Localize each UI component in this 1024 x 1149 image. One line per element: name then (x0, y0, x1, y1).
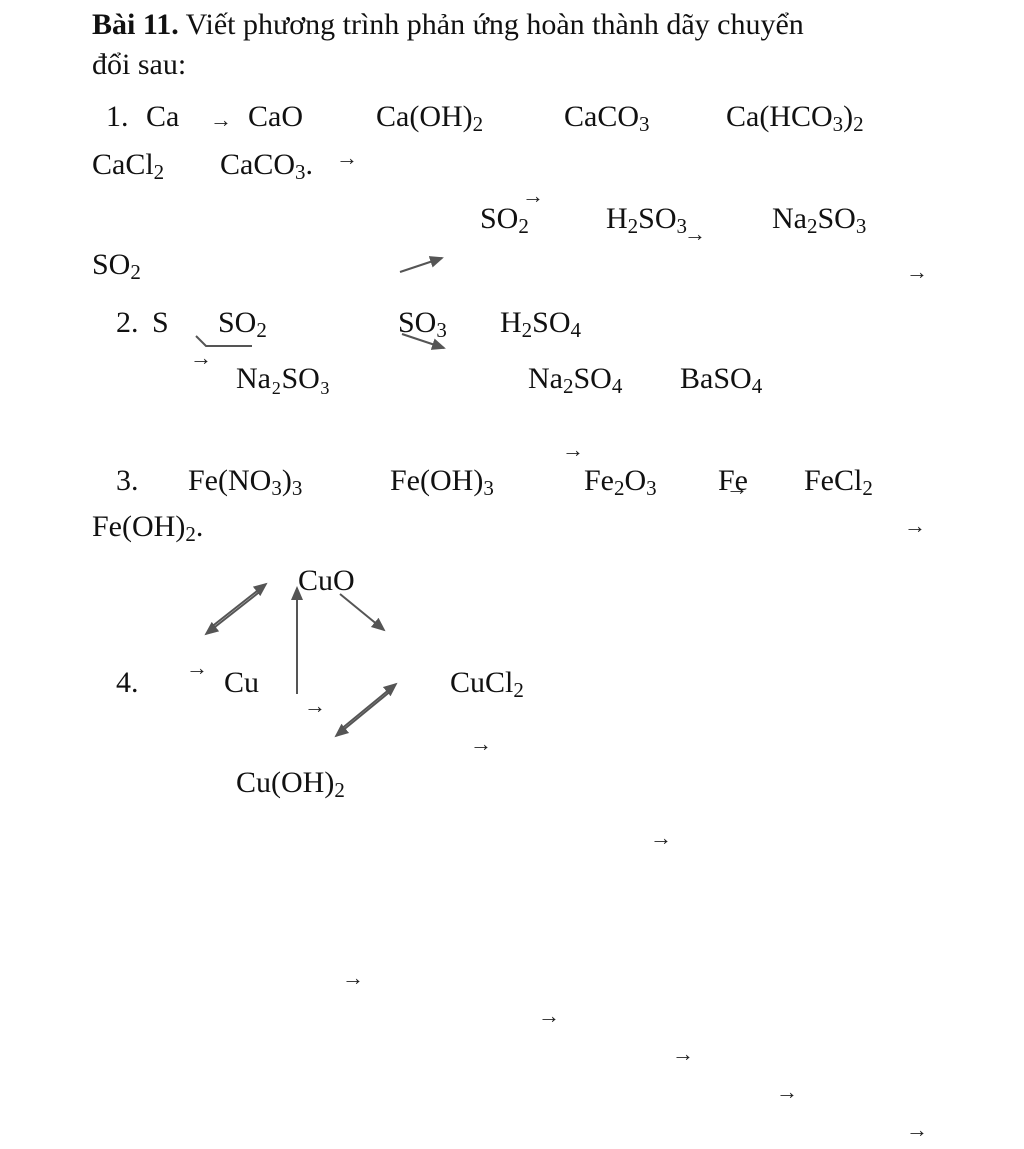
p2-number: 2. (116, 306, 139, 339)
p2-so3: SO3 (398, 306, 447, 342)
arrow-icon: → (190, 345, 212, 370)
arrow-so2-up (399, 256, 444, 273)
p2-s: S (152, 306, 169, 339)
p2-na2so3-top: Na2SO3 (772, 202, 867, 238)
arrow-icon: → (342, 965, 364, 990)
p1-cacl2: CaCl2 (92, 148, 165, 184)
arrow-cu-cuo-fwd (209, 582, 268, 629)
arrow-icon: → (904, 513, 926, 538)
p3-fecl2: FeCl2 (804, 464, 873, 500)
p3-number: 3. (116, 464, 139, 497)
arrow-icon: → (906, 259, 928, 284)
p1-caco3-end: CaCO3. (220, 148, 313, 184)
reaction-arrows (195, 256, 446, 738)
p4-number: 4. (116, 666, 139, 699)
p2-baso4: BaSO4 (680, 362, 763, 398)
p2-na2so3-branch: Na₂SO₃ (236, 362, 331, 395)
p4-cucl2: CuCl2 (450, 666, 524, 702)
arrow-icon: → (650, 825, 672, 850)
arrow-icon: → (684, 221, 706, 246)
p2-na2so4: Na2SO4 (528, 362, 623, 398)
p1-caoh2: Ca(OH)2 (376, 100, 484, 136)
arrow-cuoh2-cucl2-fwd (339, 682, 398, 731)
arrow-cuo-cucl2 (339, 593, 386, 632)
p1-number: 1. (106, 100, 129, 133)
p3-feno33: Fe(NO3)3 (188, 464, 303, 500)
p4-cu: Cu (224, 666, 260, 699)
arrow-cucl2-cuoh2-back (334, 689, 393, 738)
p1-caco3: CaCO3 (564, 100, 650, 136)
arrow-cuo-cu-back (204, 589, 263, 636)
exercise-title: Bài 11. Viết phương trình phản ứng hoàn … (92, 6, 804, 44)
p3-fe: Fe (718, 464, 748, 497)
p1-cao: CaO (248, 100, 303, 133)
arrow-icon: → (776, 1079, 798, 1104)
arrow-icon: → (336, 145, 358, 170)
arrow-icon: → (470, 731, 492, 756)
p2-so2-tail: SO2 (92, 248, 141, 284)
p3-feoh3: Fe(OH)3 (390, 464, 494, 500)
arrow-so3-down (401, 333, 446, 350)
p1-ca: Ca (146, 100, 180, 133)
exercise-instruction-cont: đổi sau: (92, 48, 187, 81)
p1-cahco3: Ca(HCO3)2 (726, 100, 864, 136)
arrow-icon: → (672, 1041, 694, 1066)
arrow-icon: → (210, 107, 232, 132)
p2-so2: SO2 (218, 306, 267, 342)
arrow-so2-branch (195, 335, 252, 347)
arrow-icon: → (726, 475, 748, 500)
exercise-instruction: Viết phương trình phản ứng hoàn thành dã… (178, 8, 804, 41)
arrow-icon: → (304, 693, 326, 718)
arrow-icon: → (186, 655, 208, 680)
p4-cuoh2: Cu(OH)2 (236, 766, 345, 802)
exercise-number: Bài 11. (92, 8, 179, 41)
arrow-icon: → (562, 437, 584, 462)
p4-cuo: CuO (298, 564, 355, 597)
arrow-icon: → (538, 1003, 560, 1028)
arrow-icon: → (906, 1117, 928, 1142)
p2-h2so4: H2SO4 (500, 306, 582, 342)
p3-fe2o3: Fe2O3 (584, 464, 657, 500)
p2-h2so3: H2SO3 (606, 202, 688, 238)
p2-so2-top: SO2 (480, 202, 529, 238)
p3-feoh2: Fe(OH)2. (92, 510, 204, 546)
arrow-icon: → (522, 183, 544, 208)
